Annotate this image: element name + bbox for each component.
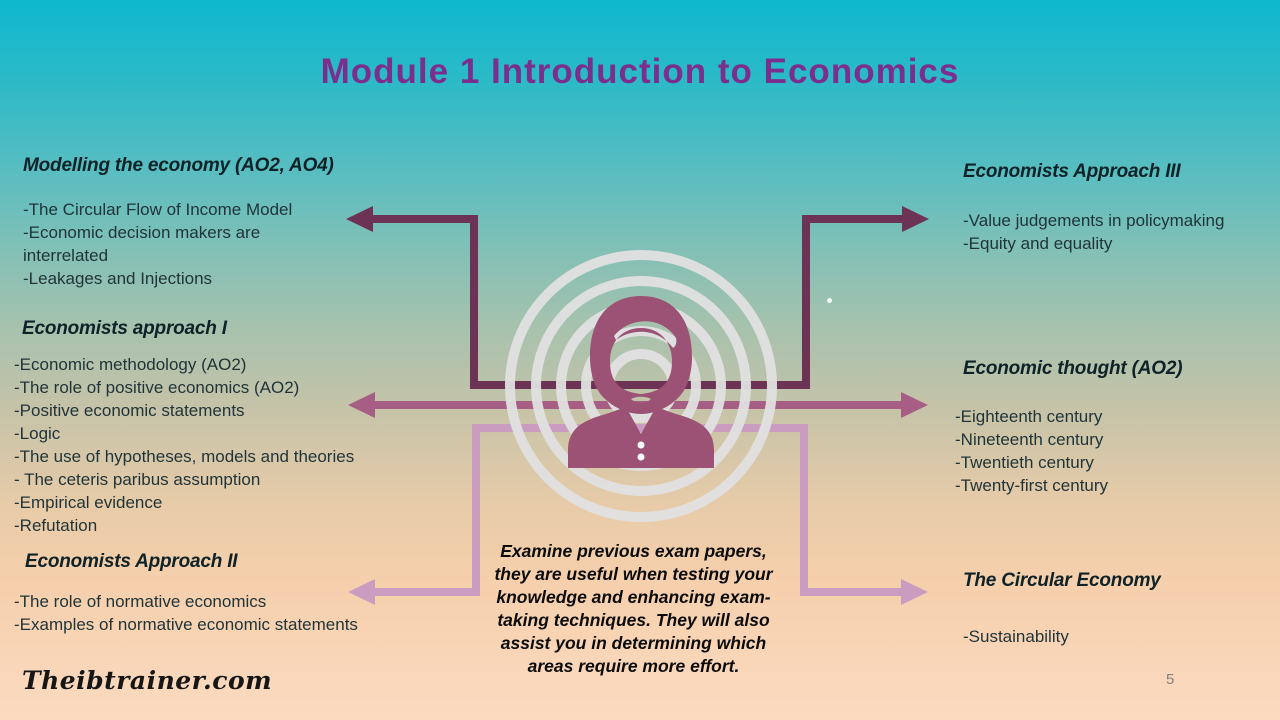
connector-dark-right-line	[802, 215, 904, 223]
section-heading: Modelling the economy (AO2, AO4)	[23, 155, 334, 176]
section-heading: Economists Approach II	[25, 551, 238, 572]
section-heading: The Circular Economy	[963, 570, 1161, 591]
connector-dark-left-vertical	[470, 215, 478, 389]
ripple-ring-icon	[505, 250, 777, 522]
connector-light-right-vertical	[800, 424, 808, 596]
list-item: -Empirical evidence	[14, 493, 163, 512]
connector-dark-left-line	[371, 215, 475, 223]
section-modelling-the-economy: Modelling the economy (AO2, AO4) -The Ci…	[23, 155, 345, 290]
connector-light-right-line	[806, 588, 903, 596]
section-economic-thought: Economic thought (AO2) -Eighteenth centu…	[955, 358, 1265, 497]
list-item: -Twenty-first century	[955, 476, 1109, 495]
list-item: -Equity and equality	[963, 234, 1113, 253]
list-item: -Nineteenth century	[955, 430, 1104, 449]
section-heading: Economic thought (AO2)	[963, 358, 1183, 379]
section-items: -Eighteenth century -Nineteenth century …	[955, 405, 1265, 497]
arrow-right-icon	[902, 206, 929, 232]
connector-light-left-vertical	[472, 424, 480, 596]
arrow-left-icon	[346, 206, 373, 232]
section-items: -The Circular Flow of Income Model -Econ…	[23, 198, 345, 290]
section-items: -Sustainability	[963, 625, 1268, 648]
list-item: -Sustainability	[963, 627, 1069, 646]
list-item: -Logic	[14, 424, 61, 443]
section-economists-approach-2: Economists Approach II -The role of norm…	[14, 551, 406, 636]
list-item: -Economic decision makers are interrelat…	[23, 223, 261, 265]
exam-tip-note: Examine previous exam papers, they are u…	[494, 541, 773, 676]
site-logo: Theibtrainer.com	[22, 666, 273, 695]
person-avatar-icon	[568, 296, 714, 468]
connector-light-left-line	[373, 588, 474, 596]
list-item: -Twentieth century	[955, 453, 1094, 472]
arrow-right-icon	[901, 579, 928, 605]
section-circular-economy: The Circular Economy -Sustainability	[963, 570, 1268, 648]
list-item: -Eighteenth century	[955, 407, 1103, 426]
connector-dark-right-vertical	[802, 215, 810, 389]
list-item: -Examples of normative economic statemen…	[14, 615, 358, 634]
section-economists-approach-3: Economists Approach III -Value judgement…	[963, 161, 1268, 255]
page-number: 5	[1166, 671, 1175, 688]
list-item: -Value judgements in policymaking	[963, 211, 1225, 230]
list-item: -The Circular Flow of Income Model	[23, 200, 293, 219]
list-item: - The ceteris paribus assumption	[14, 470, 261, 489]
list-item: -Economic methodology (AO2)	[14, 355, 247, 374]
ripple-ring-icon	[531, 276, 751, 496]
list-item: -Leakages and Injections	[23, 269, 213, 288]
section-economists-approach-1: Economists approach I -Economic methodol…	[14, 318, 406, 537]
white-dot-decoration	[827, 298, 832, 303]
list-item: -Positive economic statements	[14, 401, 245, 420]
list-item: -The use of hypotheses, models and theor…	[14, 447, 355, 466]
section-items: -The role of normative economics -Exampl…	[14, 590, 406, 636]
list-item: -Refutation	[14, 516, 98, 535]
arrow-right-icon	[901, 392, 928, 418]
list-item: -The role of positive economics (AO2)	[14, 378, 300, 397]
section-heading: Economists approach I	[22, 318, 227, 339]
arrow-left-icon	[348, 579, 375, 605]
list-item: -The role of normative economics	[14, 592, 267, 611]
section-heading: Economists Approach III	[963, 161, 1181, 182]
section-items: -Value judgements in policymaking -Equit…	[963, 209, 1268, 255]
section-items: -Economic methodology (AO2) -The role of…	[14, 353, 406, 537]
page-title: Module 1 Introduction to Economics	[320, 52, 960, 91]
arrow-left-icon	[348, 392, 375, 418]
